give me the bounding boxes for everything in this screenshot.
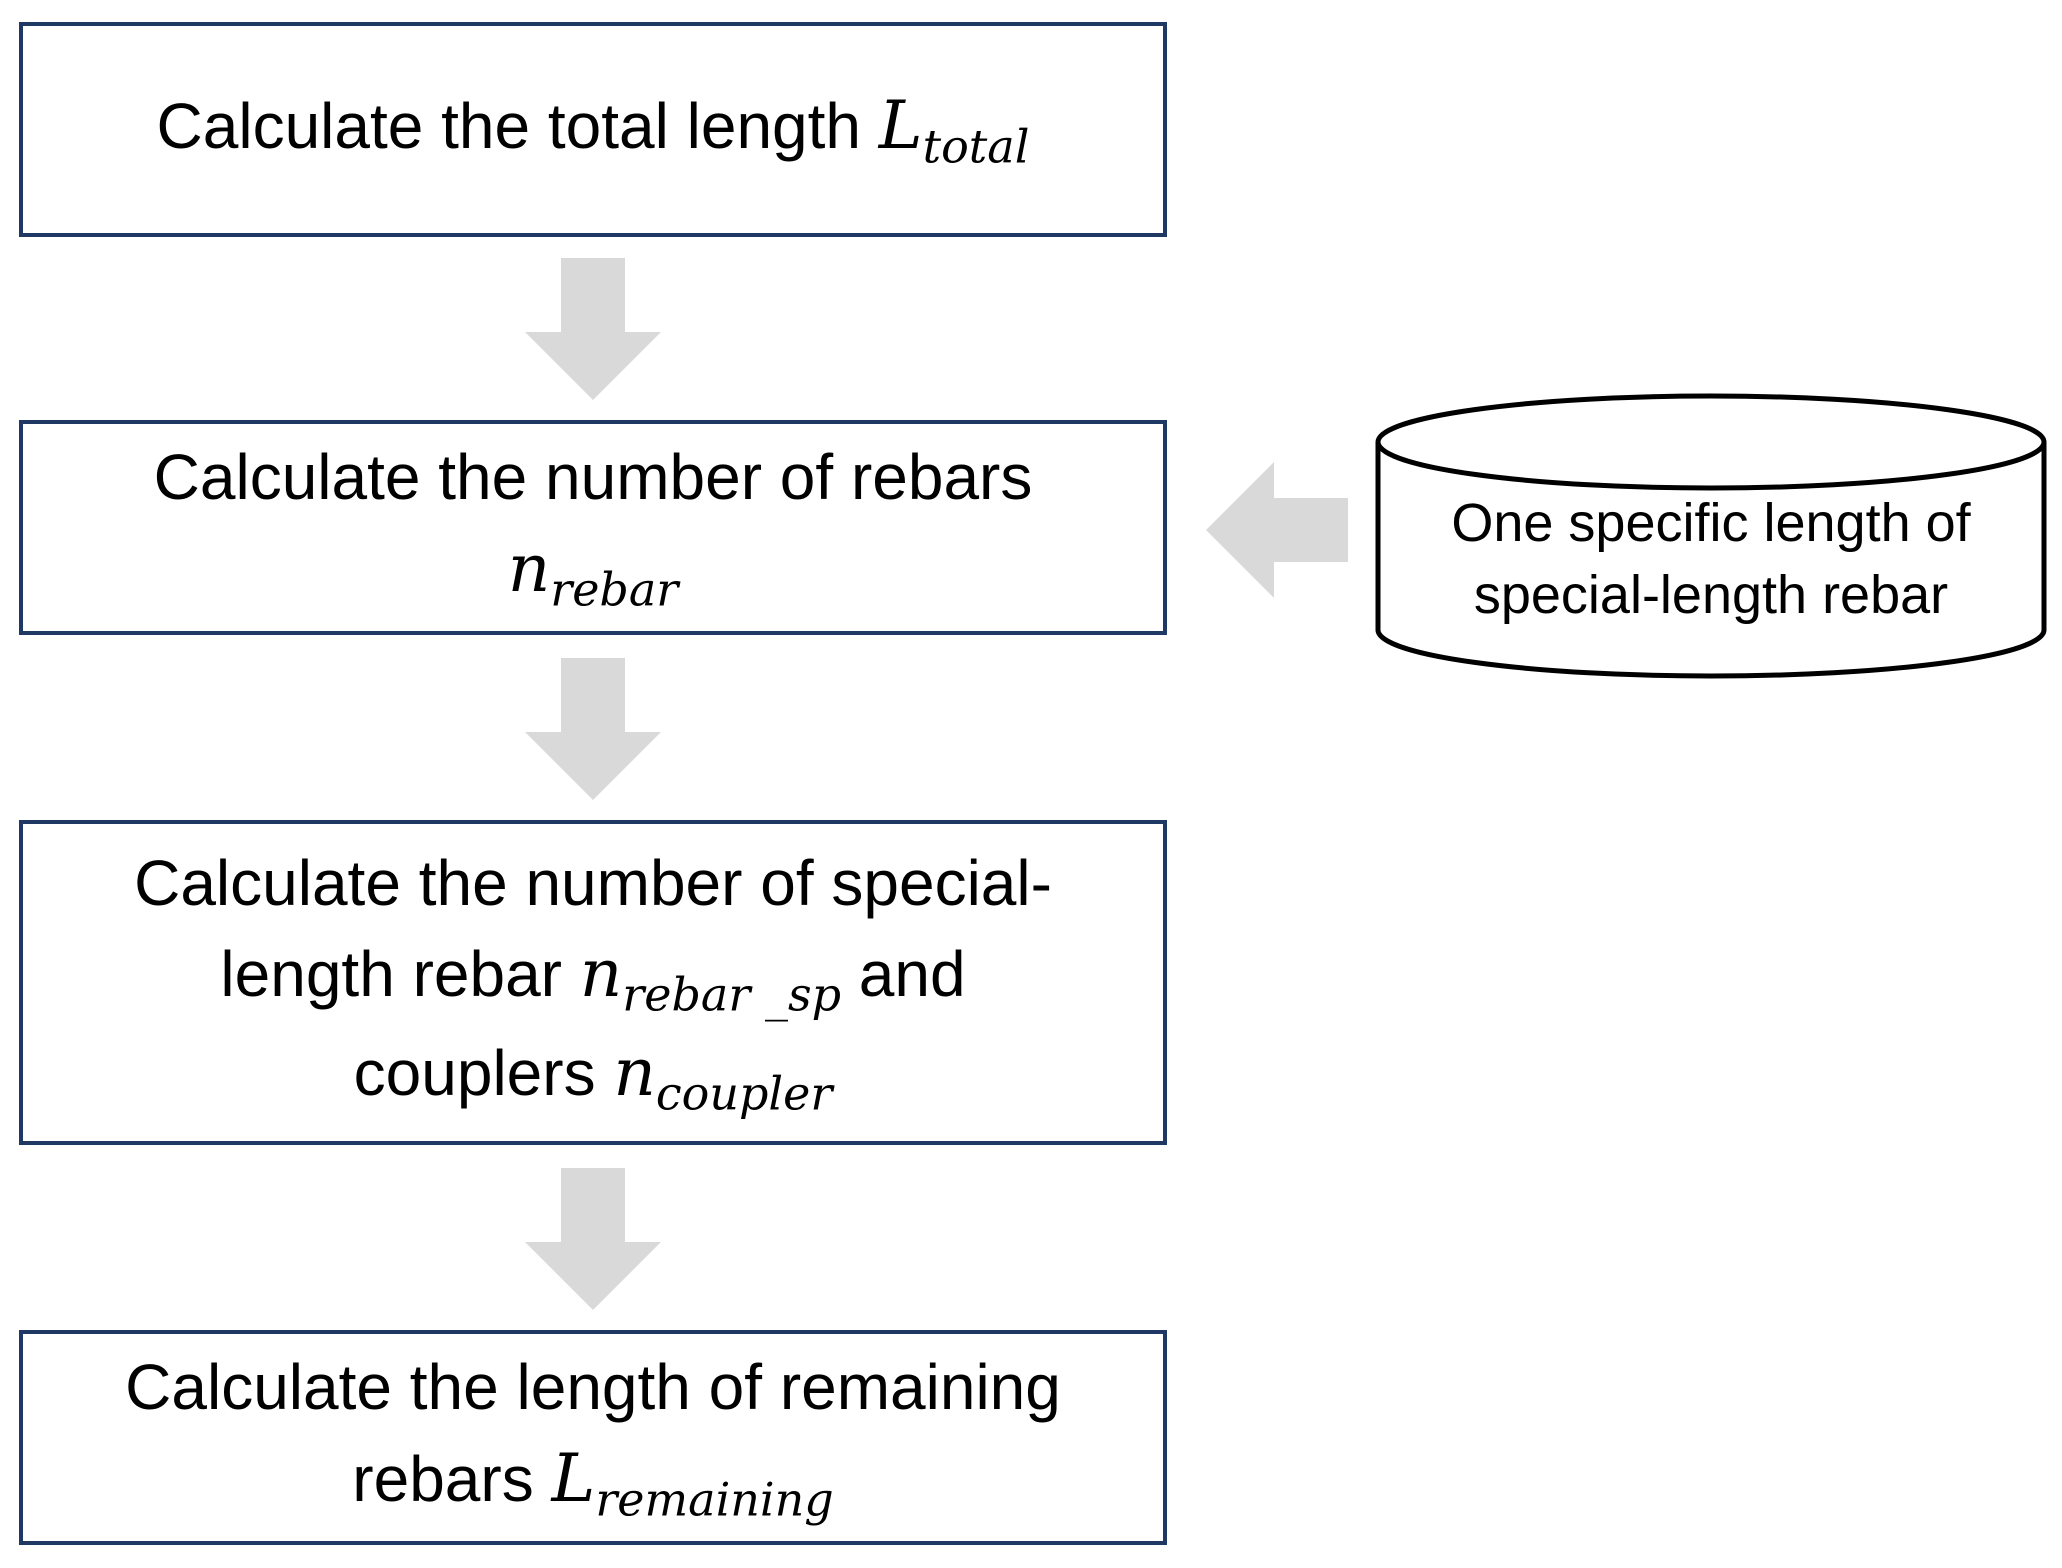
step-total-length-text: Calculate the total length Ltotal — [157, 80, 1030, 179]
math-subscript: coupler — [655, 1067, 833, 1122]
math-variable: n — [579, 935, 623, 1013]
left-arrow-shape — [1206, 462, 1348, 598]
step-special-length-line-2: length rebar nrebar _sp and — [134, 928, 1052, 1027]
database-cylinder-icon — [1375, 393, 2047, 679]
step-remaining-length-line-1: Calculate the length of remaining — [125, 1351, 1061, 1424]
step-remaining-length: Calculate the length of remaining rebars… — [19, 1330, 1167, 1545]
step-number-of-rebars-formula: nrebar — [154, 523, 1033, 622]
math-variable: n — [613, 1034, 656, 1112]
cylinder-top — [1375, 393, 2047, 491]
step-total-length: Calculate the total length Ltotal — [19, 22, 1167, 237]
text-fragment: couplers — [353, 1037, 614, 1110]
database-label: One specific length of special-length re… — [1374, 488, 2048, 632]
math-subscript: remaining — [595, 1472, 834, 1527]
down-arrow-shape — [525, 258, 661, 400]
step-special-length-text: Calculate the number of special- length … — [134, 839, 1052, 1127]
math-variable: L — [878, 86, 923, 164]
left-arrow-from-database — [1206, 462, 1348, 598]
down-arrow-shape — [525, 1168, 661, 1310]
text-fragment: rebars — [352, 1442, 552, 1515]
database-label-line-1: One specific length of — [1451, 493, 1971, 553]
step-number-of-rebars: Calculate the number of rebars nrebar — [19, 420, 1167, 635]
math-subscript: total — [922, 119, 1030, 174]
math-subscript: rebar _sp — [622, 967, 842, 1022]
step-number-of-rebars-label: Calculate the number of rebars — [153, 441, 1033, 514]
database-label-line-2: special-length rebar — [1473, 564, 1949, 625]
step-total-length-label: Calculate the total length — [156, 89, 879, 162]
down-arrow-2 — [525, 658, 661, 800]
step-remaining-length-line-2: rebars Lremaining — [125, 1433, 1061, 1532]
math-subscript: rebar — [550, 562, 679, 617]
down-arrow-1 — [525, 258, 661, 400]
math-variable: L — [551, 1439, 596, 1517]
step-special-length-and-couplers: Calculate the number of special- length … — [19, 820, 1167, 1145]
down-arrow-shape — [525, 658, 661, 800]
step-special-length-line-1: Calculate the number of special- — [134, 846, 1052, 919]
math-variable: n — [507, 529, 551, 607]
cylinder-body — [1375, 442, 2047, 679]
text-fragment: length rebar — [220, 938, 580, 1011]
step-number-of-rebars-text: Calculate the number of rebars nrebar — [154, 433, 1033, 622]
step-special-length-line-3: couplers ncoupler — [134, 1027, 1052, 1126]
text-fragment: and — [841, 938, 966, 1011]
down-arrow-3 — [525, 1168, 661, 1310]
step-remaining-length-text: Calculate the length of remaining rebars… — [125, 1343, 1061, 1532]
